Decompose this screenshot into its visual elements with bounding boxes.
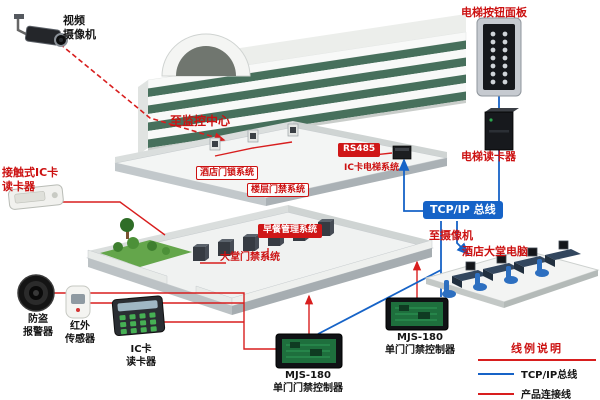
infrared-sensor-label: 红外 传感器 [65,321,95,345]
legend: 线例说明 TCP/IP总线 产品连接线 [478,340,596,400]
rs485-badge: RS485 [338,143,381,157]
burglar-alarm-device [17,274,55,312]
ic-card-elevator-system-label: IC卡电梯系统 [344,163,399,173]
legend-item-tcpip: TCP/IP总线 [478,366,596,381]
floor-access-system-label: 楼层门禁系统 [247,183,310,198]
ic-card-reader-label: IC卡 读卡器 [126,344,156,368]
legend-title: 线例说明 [511,342,563,355]
product-line-swatch [478,392,514,395]
to-camera-label: 至摄像机 [429,229,473,242]
lobby-access-system-label: 大堂门禁系统 [220,252,280,263]
controller-right-label: MJS-180 单门门禁控制器 [385,332,455,356]
elevator-card-reader-device [484,108,519,151]
burglar-alarm-label: 防盗 报警器 [23,314,53,338]
tcpip-line-swatch [478,372,514,375]
floor-reader-device [392,145,412,160]
to-monitoring-center-label: 至监控中心 [170,114,231,128]
tcpip-bus-badge: TCP/IP 总线 [423,201,503,220]
door-controller-right-device [385,297,449,331]
controller-bottom-label: MJS-180 单门门禁控制器 [273,370,343,394]
elevator-card-reader-label: 电梯读卡器 [461,150,516,163]
video-camera-label: 视频 摄像机 [63,14,96,41]
legend-item-product: 产品连接线 [478,386,596,400]
contact-ic-card-reader-label: 接触式IC卡 读卡器 [2,166,59,193]
legend-item-product-label: 产品连接线 [521,390,571,400]
contact-ic-card-reader-device [7,184,64,210]
elevator-button-panel-label: 电梯按钮面板 [461,6,527,19]
cctv-camera-device [14,14,68,47]
door-controller-bottom-device [275,333,343,369]
monitoring-dashed-line [59,43,226,142]
arch-entrance [161,33,251,77]
hotel-door-lock-system-label: 酒店门锁系统 [196,166,259,181]
lobby-computer-desks [424,240,600,308]
legend-item-tcpip-label: TCP/IP总线 [521,370,578,381]
lobby-floor-slab [86,205,434,315]
grass-area [100,218,192,267]
infrared-sensor-device [65,285,91,319]
hotel-lobby-computer-label: 酒店大堂电脑 [462,245,528,258]
ic-card-reader-device [111,295,166,337]
legend-divider [478,359,596,361]
elevator-button-panel-device [476,17,522,97]
breakfast-mgmt-system-badge: 早餐管理系统 [258,224,323,238]
door-lock-devices [209,123,412,160]
product-connection-lines [54,141,422,350]
